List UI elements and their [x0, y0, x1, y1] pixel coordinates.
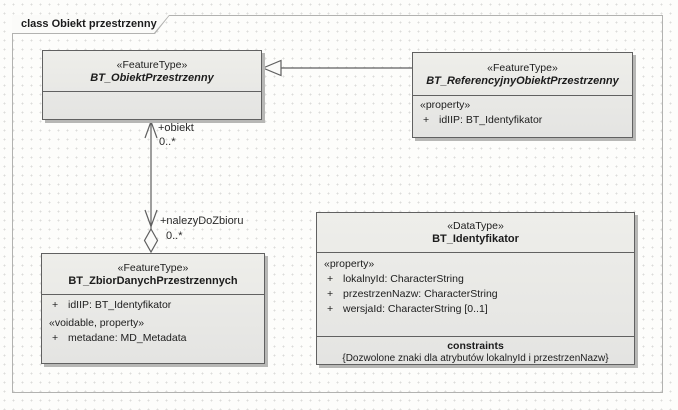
constraints-title: constraints: [447, 340, 504, 352]
attribute-text: lokalnyId: CharacterString: [343, 273, 464, 285]
attribute-text: wersjaId: CharacterString [0..1]: [343, 303, 488, 315]
visibility-symbol: +: [52, 299, 59, 311]
visibility-symbol: +: [423, 114, 430, 126]
stereotype-label: «FeatureType»: [487, 61, 558, 74]
class-bt-obiektprzestrzenny[interactable]: «FeatureType» BT_ObiektPrzestrzenny: [42, 50, 262, 120]
role-label-nalezydozbioru: +nalezyDoZbioru: [160, 215, 244, 227]
diagram-frame-tab: class Obiekt przestrzenny: [12, 15, 170, 34]
attributes-compartment: «property» + idIIP: BT_Identyfikator: [413, 95, 632, 137]
stereotype-label: «DataType»: [447, 220, 504, 232]
attribute-text: przestrzenNazw: CharacterString: [343, 288, 498, 300]
class-name: BT_Identyfikator: [432, 233, 519, 245]
class-bt-zbiordanychprzestrzennych[interactable]: «FeatureType» BT_ZbiorDanychPrzestrzenny…: [41, 253, 265, 364]
multiplicity-obiekt: 0..*: [159, 136, 176, 148]
attributes-compartment: + idIIP: BT_Identyfikator «voidable, pro…: [42, 294, 264, 363]
visibility-symbol: +: [327, 273, 334, 285]
attribute-row: + metadane: MD_Metadata: [42, 330, 264, 345]
stereotype-group-header: «property»: [420, 99, 471, 111]
attribute-text: metadane: MD_Metadata: [68, 332, 187, 344]
diagram-frame: [12, 15, 663, 393]
attribute-row: + idIIP: BT_Identyfikator: [413, 112, 632, 127]
empty-compartment: [43, 91, 261, 120]
constraints-text: {Dozwolone znaki dla atrybutów lokalnyId…: [342, 353, 609, 364]
attribute-row: + przestrzenNazw: CharacterString: [317, 286, 634, 301]
stereotype-label: «FeatureType»: [116, 58, 188, 71]
visibility-symbol: +: [327, 303, 334, 315]
class-bt-identyfikator[interactable]: «DataType» BT_Identyfikator «property» +…: [316, 212, 635, 365]
attribute-row: + lokalnyId: CharacterString: [317, 271, 634, 286]
constraints-compartment: constraints {Dozwolone znaki dla atrybut…: [317, 336, 634, 364]
attribute-row: + idIIP: BT_Identyfikator: [42, 295, 264, 312]
attribute-text: idIIP: BT_Identyfikator: [439, 114, 543, 126]
visibility-symbol: +: [52, 332, 59, 344]
multiplicity-nalezydozbioru: 0..*: [166, 230, 183, 242]
attribute-text: idIIP: BT_Identyfikator: [68, 299, 172, 311]
diagram-frame-label: class Obiekt przestrzenny: [12, 15, 169, 33]
attribute-row: + wersjaId: CharacterString [0..1]: [317, 301, 634, 316]
class-name: BT_ZbiorDanychPrzestrzennych: [68, 274, 238, 287]
class-name: BT_ObiektPrzestrzenny: [90, 71, 214, 84]
attributes-compartment: «property» + lokalnyId: CharacterString …: [317, 252, 634, 336]
stereotype-group-header: «voidable, property»: [49, 317, 145, 329]
stereotype-group-header: «property»: [324, 258, 375, 270]
visibility-symbol: +: [327, 288, 334, 300]
class-name: BT_ReferencyjnyObiektPrzestrzenny: [426, 74, 619, 87]
stereotype-label: «FeatureType»: [117, 261, 189, 274]
class-bt-referencyjnyobiektprzestrzenny[interactable]: «FeatureType» BT_ReferencyjnyObiektPrzes…: [412, 52, 633, 138]
role-label-obiekt: +obiekt: [158, 122, 194, 134]
